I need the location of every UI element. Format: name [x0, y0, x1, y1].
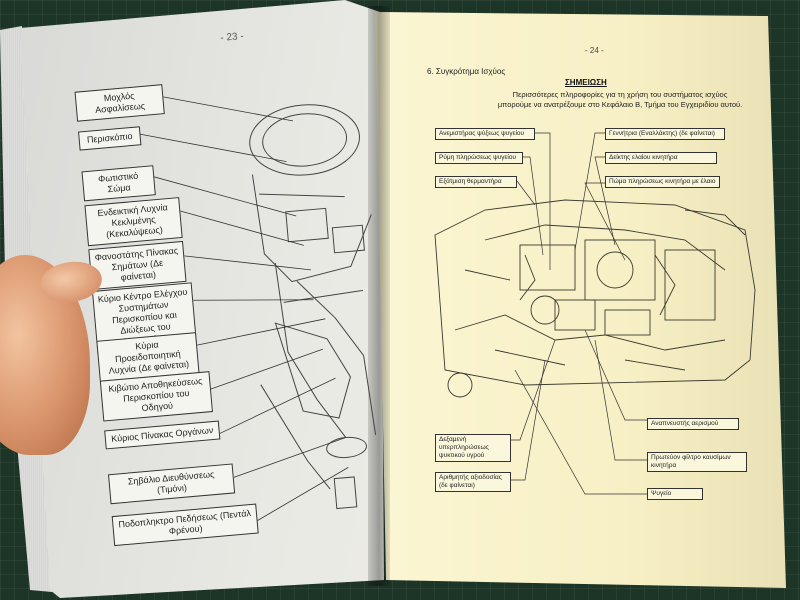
page-number-right: - 24 -: [585, 46, 604, 55]
label-oil-fill-cap: Πώμα πληρώσεως κινητήρα με έλαιο: [605, 176, 720, 188]
label-radiator-fill-cap: Ρύμη πληρώσεως ψυγείου: [435, 152, 523, 164]
note-title: ΣΗΜΕΙΩΣΗ: [565, 78, 607, 87]
label-breather: Αναπνευστής αερισμού: [647, 418, 739, 430]
label-alternator: Γεννήτρια (Εναλλάκτης) (δε φαίνεται): [605, 128, 725, 140]
left-driver-compartment-diagram: [140, 94, 377, 521]
right-page-content: - 24 - 6. Συγκρότημα Ισχύος ΣΗΜΕΙΩΣΗ Περ…: [425, 40, 775, 580]
section-heading: 6. Συγκρότημα Ισχύος: [427, 67, 506, 76]
label-primary-fuel-filter: Πρωτεύον φίλτρο καυσίμων κινητήρα: [647, 452, 747, 472]
left-page-content: - 23 -: [70, 14, 416, 578]
engine-diagram: [434, 132, 756, 495]
book-gutter: [368, 6, 390, 586]
label-radiator: Ψυγείο: [647, 488, 703, 500]
label-hour-meter: Αριθμητής αξιοδοσίας (δε φαίνεται): [435, 472, 511, 492]
label-heater-exhaust: Εξάτμιση θερμαντήρα: [435, 176, 517, 188]
label-indicator-lamp: Ενδεικτική Λυχνία Κεκλιμένης (Κεκαλύψεως…: [84, 197, 183, 247]
label-radiator-fan: Ανεμιστήρας ψύξεως ψυγείου: [435, 128, 535, 140]
note-text: Περισσότερες πληροφορίες για τη χρήση το…: [497, 90, 743, 109]
label-engine-oil-dipstick: Δείκτης ελαίου κινητήρα: [605, 152, 717, 164]
label-light-fixture: Φωτιστικό Σώμα: [81, 165, 156, 202]
label-coolant-expansion-tank: Δεξαμενή υπερπληρώσεως ψυκτικού υγρού: [435, 434, 511, 462]
label-signal-panel: Φανοστάτης Πίνακας Σημάτων (Δε φαίνεται): [88, 240, 187, 291]
